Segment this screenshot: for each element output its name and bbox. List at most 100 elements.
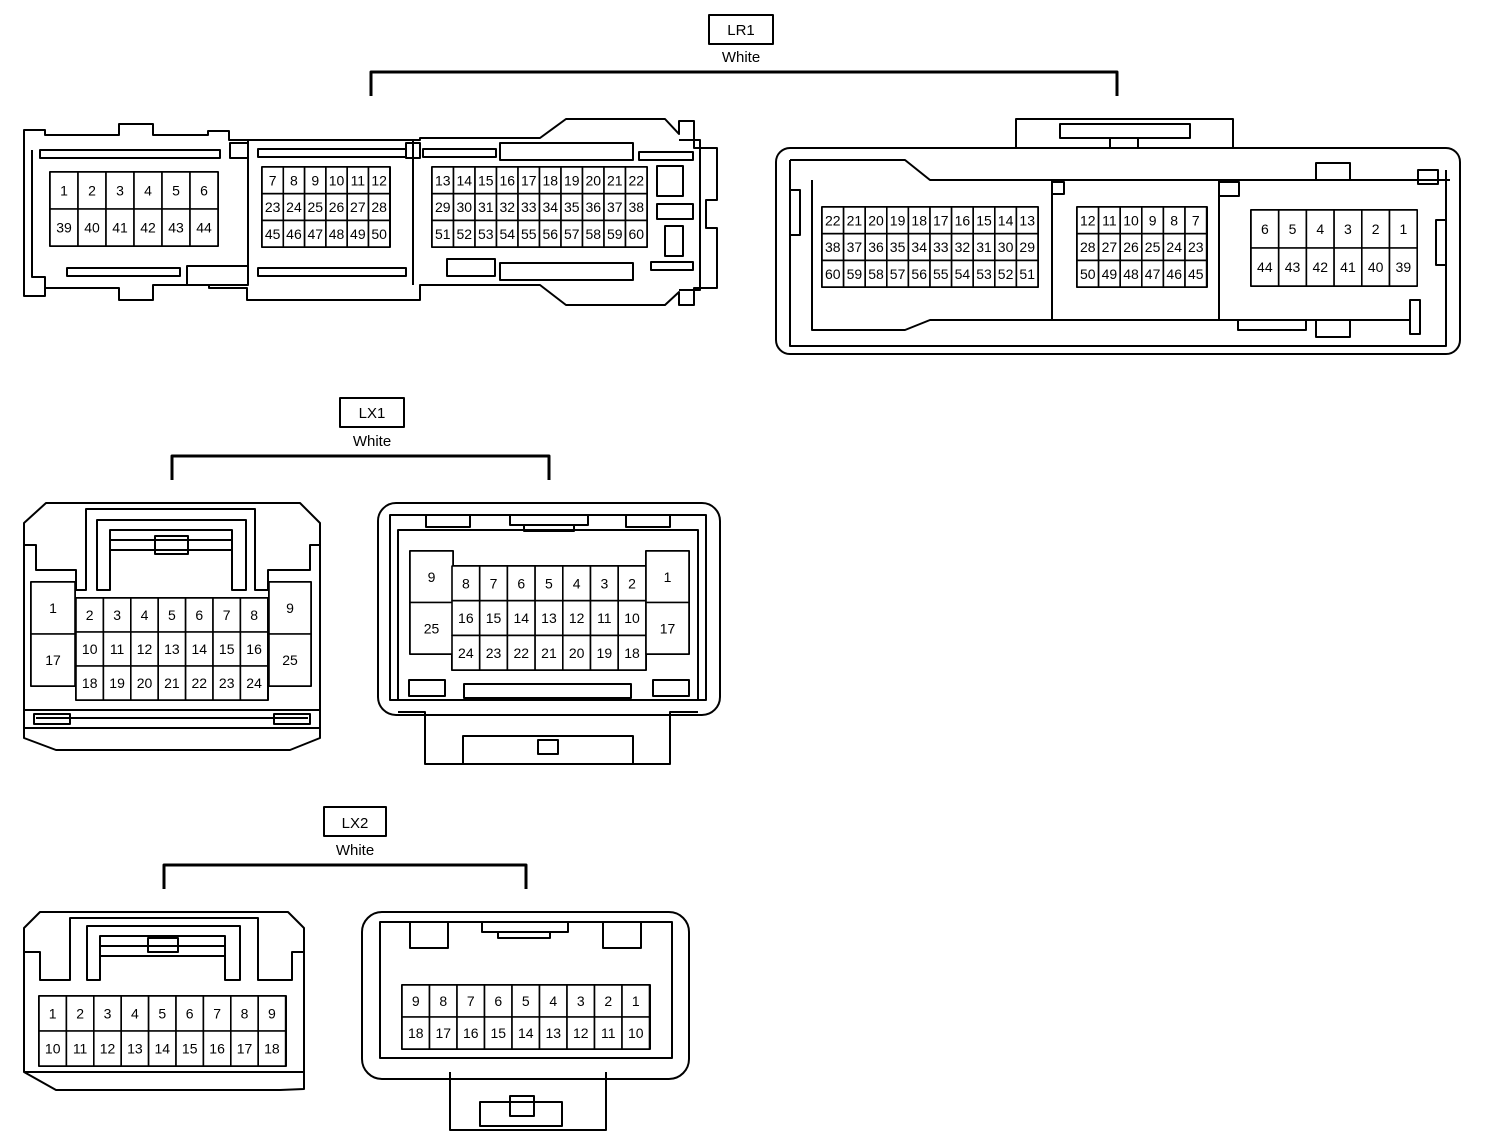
pin-number: 6	[517, 575, 525, 591]
pin-number: 24	[246, 675, 262, 691]
pin-number: 55	[933, 266, 949, 282]
pin-number: 58	[585, 226, 601, 242]
pin-cell	[102, 631, 132, 667]
pin-number: 11	[597, 610, 612, 626]
pin-number: 1	[60, 183, 68, 199]
pin-number: 10	[1123, 212, 1139, 228]
pin-number: 25	[1145, 239, 1161, 255]
pin-number: 33	[521, 199, 537, 215]
pin-number: 15	[490, 1025, 506, 1041]
pin-number: 1	[664, 569, 672, 585]
pin-number: 17	[45, 652, 61, 668]
pin-number: 17	[435, 1025, 451, 1041]
pin-number: 21	[164, 675, 180, 691]
pin-number: 7	[1192, 212, 1200, 228]
pin-number: 31	[478, 199, 494, 215]
pin-cell	[624, 219, 648, 248]
pin-number: 3	[116, 183, 124, 199]
pin-number: 8	[250, 607, 258, 623]
pin-cell	[1305, 247, 1335, 287]
pin-number: 2	[604, 993, 612, 1009]
pin-cell	[65, 1030, 95, 1067]
pin-number: 35	[890, 239, 906, 255]
pin-number: 21	[541, 645, 557, 661]
pin-number: 20	[569, 645, 585, 661]
pin-number: 9	[311, 172, 319, 188]
pin-number: 12	[371, 172, 387, 188]
pin-number: 50	[1080, 266, 1096, 282]
pin-number: 44	[196, 220, 212, 236]
pin-number: 18	[408, 1025, 424, 1041]
pin-number: 16	[209, 1041, 225, 1057]
pin-number: 5	[522, 993, 530, 1009]
pin-number: 42	[140, 220, 156, 236]
lx2-header: LX2 White	[162, 806, 528, 889]
pin-number: 10	[329, 172, 345, 188]
pin-number: 45	[265, 226, 281, 242]
pin-cell	[133, 208, 163, 247]
pin-number: 50	[371, 226, 387, 242]
pin-number: 28	[371, 199, 387, 215]
pin-cell	[428, 1016, 458, 1050]
pin-number: 29	[435, 199, 451, 215]
pin-cell	[257, 1030, 287, 1067]
pin-cell	[239, 597, 269, 633]
pin-number: 19	[564, 172, 580, 188]
pin-number: 12	[573, 1025, 589, 1041]
pin-number: 59	[607, 226, 623, 242]
pin-number: 15	[976, 212, 992, 228]
pin-cell	[409, 601, 454, 655]
pin-number: 57	[890, 266, 906, 282]
pin-number: 20	[585, 172, 601, 188]
pin-cell	[105, 208, 135, 247]
pin-cell	[367, 219, 391, 248]
pin-number: 2	[86, 607, 94, 623]
pin-number: 6	[186, 1006, 194, 1022]
pin-number: 28	[1080, 239, 1096, 255]
pin-number: 57	[564, 226, 580, 242]
pin-number: 29	[1019, 239, 1035, 255]
pin-number: 16	[955, 212, 971, 228]
pin-cell	[212, 597, 242, 633]
pin-number: 60	[825, 266, 841, 282]
pin-number: 13	[1019, 212, 1035, 228]
pin-number: 44	[1257, 259, 1273, 275]
pin-cell	[645, 550, 690, 604]
pin-number: 8	[439, 993, 447, 1009]
pin-grid-lx1-a-left: 117	[30, 581, 76, 687]
pin-number: 56	[542, 226, 558, 242]
pin-number: 14	[155, 1041, 171, 1057]
pin-number: 58	[868, 266, 884, 282]
pin-number: 47	[307, 226, 323, 242]
pin-number: 41	[1340, 259, 1356, 275]
pin-cell	[75, 597, 105, 633]
pin-cell	[1388, 247, 1419, 287]
pin-number: 4	[141, 607, 149, 623]
pin-number: 48	[329, 226, 345, 242]
lx1-name: LX1	[359, 405, 386, 422]
pin-cell	[483, 1016, 513, 1050]
pin-cell	[566, 1016, 596, 1050]
pin-number: 40	[84, 220, 100, 236]
pin-number: 7	[269, 172, 277, 188]
pin-number: 13	[541, 610, 557, 626]
pin-number: 12	[100, 1041, 116, 1057]
pin-number: 47	[1145, 266, 1161, 282]
pin-cell	[38, 1030, 68, 1067]
pin-number: 34	[911, 239, 927, 255]
pin-number: 51	[1019, 266, 1035, 282]
pin-number: 25	[424, 620, 440, 636]
pin-cell	[102, 665, 132, 701]
lr1-name: LR1	[727, 22, 755, 39]
lx2-color: White	[336, 842, 374, 859]
pin-number: 51	[435, 226, 451, 242]
pin-number: 18	[911, 212, 927, 228]
pin-number: 7	[223, 607, 231, 623]
pin-cell	[478, 634, 509, 671]
pin-number: 19	[890, 212, 906, 228]
pin-number: 24	[458, 645, 474, 661]
pin-number: 8	[290, 172, 298, 188]
pin-number: 7	[213, 1006, 221, 1022]
